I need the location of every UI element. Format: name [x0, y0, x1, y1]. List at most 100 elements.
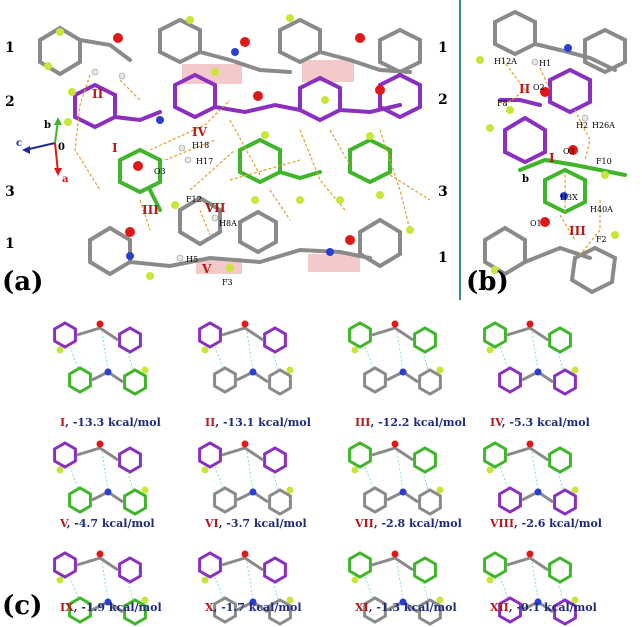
atom-sphere: [526, 320, 534, 328]
ring: [363, 596, 387, 624]
atom-sphere: [249, 598, 257, 606]
contact-lines: [74, 74, 431, 236]
row-label-right-2: 2: [438, 92, 448, 108]
ring: [498, 596, 522, 624]
atom-sphere: [486, 346, 494, 354]
ring: [348, 551, 372, 579]
atom-sphere: [486, 576, 494, 584]
motif-caption-roman: VI: [204, 517, 219, 530]
motif-caption: IX, -1.9 kcal/mol: [60, 601, 162, 614]
ring: [118, 446, 142, 474]
atom-sphere: [96, 440, 104, 448]
motif-caption-energy: , -1.9 kcal/mol: [74, 601, 162, 614]
motif-label-b-II: II: [519, 82, 531, 96]
motif-caption-roman: IV: [490, 416, 504, 429]
atom-sphere: [104, 488, 112, 496]
purple-molecule-layer: [73, 72, 422, 130]
contact-lines: [499, 331, 564, 371]
atom-sphere: [436, 596, 444, 604]
motif-caption-energy: , -2.6 kcal/mol: [514, 517, 602, 530]
atom-label-H2: H2: [576, 121, 588, 130]
ring: [268, 488, 292, 516]
motif-thumbnail: IV, -5.3 kcal/mol: [483, 320, 590, 429]
bond-path: [76, 326, 124, 384]
row-label-left-4: 1: [5, 236, 15, 252]
contact-lines: [214, 561, 279, 601]
motif-caption-energy: , -4.7 kcal/mol: [67, 517, 155, 530]
motif-caption-energy: , -2.8 kcal/mol: [374, 517, 462, 530]
ring: [118, 326, 142, 354]
ring: [413, 446, 437, 474]
row-label-left-2: 2: [5, 94, 15, 110]
atom-sphere: [351, 576, 359, 584]
atom-label-O1: O1: [530, 219, 542, 228]
ring: [548, 556, 572, 584]
motif-caption-energy: , -5.3 kcal/mol: [502, 416, 590, 429]
ring: [548, 326, 572, 354]
motif-caption-roman: VIII: [489, 517, 514, 530]
motif-label-V: V: [201, 262, 212, 276]
contact-lines: [364, 451, 429, 491]
atom-label-F2: F2: [596, 235, 607, 244]
contact-lines: [214, 451, 279, 491]
ring: [213, 366, 237, 394]
atom-label-F3: F3: [222, 278, 233, 287]
contact-lines: [499, 561, 564, 601]
ring: [213, 596, 237, 624]
motif-thumbnail: IX, -1.9 kcal/mol: [53, 550, 162, 626]
motif-thumbnail: II, -13.1 kcal/mol: [198, 320, 311, 429]
motif-label-III: III: [142, 203, 159, 217]
bond-path: [371, 446, 419, 504]
ring: [268, 598, 292, 626]
atom-sphere: [534, 598, 542, 606]
ring: [483, 441, 507, 469]
atom-label-H26A: H26A: [592, 121, 615, 130]
atom-sphere: [391, 440, 399, 448]
atom-sphere: [351, 346, 359, 354]
atom-sphere: [399, 368, 407, 376]
axis-label-b: b: [44, 120, 51, 131]
atom-sphere: [201, 466, 209, 474]
motif-label-II: II: [92, 87, 104, 101]
atom-sphere: [286, 596, 294, 604]
motif-caption-energy: , -12.2 kcal/mol: [370, 416, 466, 429]
atom-sphere: [286, 366, 294, 374]
ring: [123, 598, 147, 626]
ring: [198, 551, 222, 579]
atom-label-H1: H1: [539, 59, 551, 68]
atom-sphere: [104, 368, 112, 376]
motif-label-VII: VII: [204, 201, 226, 215]
ring: [268, 368, 292, 396]
contact-lines: [69, 561, 134, 601]
grey-molecule-layer: [38, 17, 422, 277]
motif-caption-roman: II: [205, 416, 215, 429]
contact-lines: [364, 561, 429, 601]
atom-sphere: [201, 346, 209, 354]
ring: [68, 366, 92, 394]
motif-caption: X, -1.7 kcal/mol: [205, 601, 302, 614]
ring: [418, 368, 442, 396]
ring: [263, 556, 287, 584]
ring: [363, 486, 387, 514]
row-label-right-1: 1: [438, 40, 448, 56]
atom-sphere: [141, 596, 149, 604]
atom-sphere: [391, 320, 399, 328]
motif-caption: VI, -3.7 kcal/mol: [204, 517, 307, 530]
contact-lines: [499, 451, 564, 491]
row-label-left-3: 3: [5, 184, 15, 200]
ring: [483, 321, 507, 349]
motif-caption-energy: , -13.3 kcal/mol: [65, 416, 161, 429]
ring: [68, 596, 92, 624]
motif-thumbnail: VI, -3.7 kcal/mol: [198, 440, 307, 530]
ring: [498, 486, 522, 514]
ring: [118, 556, 142, 584]
motif-caption: VIII, -2.6 kcal/mol: [489, 517, 602, 530]
atom-sphere: [436, 486, 444, 494]
ring: [498, 366, 522, 394]
atom-sphere: [56, 576, 64, 584]
atom-sphere: [399, 598, 407, 606]
motif-caption-roman: V: [59, 517, 69, 530]
motif-caption-roman: XII: [490, 601, 509, 614]
motif-thumbnail: XI, -1.3 kcal/mol: [348, 550, 457, 626]
